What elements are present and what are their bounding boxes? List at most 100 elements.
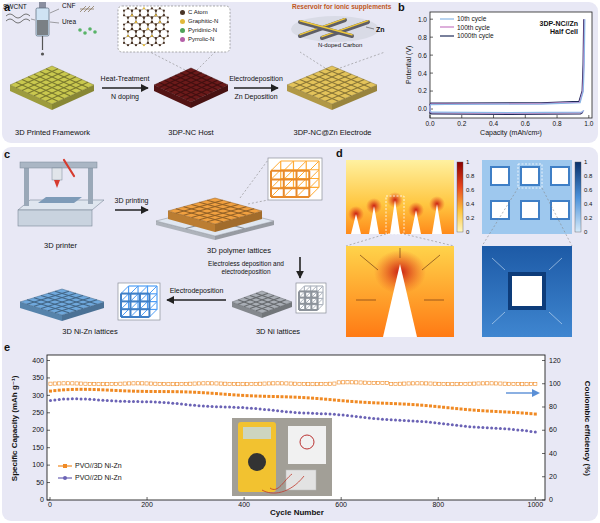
figure-label: 150 xyxy=(32,444,44,452)
atom xyxy=(159,30,161,32)
figure-label: 0.0 xyxy=(418,105,427,112)
capacity-marker-3d xyxy=(337,399,340,402)
capacity-marker-2d xyxy=(163,401,166,404)
nizn-zoom-strut xyxy=(156,286,157,309)
ce-marker xyxy=(298,382,301,385)
capacity-marker-2d xyxy=(66,397,69,400)
capacity-marker-2d xyxy=(521,429,524,432)
capacity-marker-2d xyxy=(197,404,200,407)
process-arrow xyxy=(167,299,226,301)
ce-marker xyxy=(79,382,82,385)
atom xyxy=(135,35,137,37)
inset-ground xyxy=(291,16,379,42)
capacity-marker-3d xyxy=(302,396,305,399)
legend-swatch xyxy=(180,28,185,33)
capacity-marker-3d xyxy=(398,402,401,405)
atom xyxy=(147,10,149,12)
zn-electrode-strut xyxy=(326,82,371,101)
capacity-marker-2d xyxy=(468,425,471,428)
ce-marker xyxy=(224,382,227,385)
figure-label: 1.0 xyxy=(584,120,593,127)
voltage-curve xyxy=(430,19,584,114)
nizn-zoom-strut xyxy=(149,294,157,302)
pore-halo xyxy=(520,200,540,220)
nizn-zoom-strut xyxy=(128,286,129,309)
atom xyxy=(143,17,145,19)
figure-label: 0 xyxy=(48,501,52,509)
capacity-marker-3d xyxy=(250,394,253,397)
atom xyxy=(135,30,137,32)
atom xyxy=(123,28,125,30)
atom xyxy=(139,28,141,30)
capacity-marker-3d xyxy=(529,412,532,415)
nizn-zoom-strut xyxy=(130,309,138,317)
capacity-marker-3d xyxy=(490,410,493,413)
field-map xyxy=(346,246,454,337)
nizn-lattice-top xyxy=(20,289,104,315)
capacity-marker-3d xyxy=(97,388,100,391)
capacity-marker-2d xyxy=(329,413,332,416)
stage-caption: 3D Ni-Zn lattices xyxy=(62,328,117,336)
figure-label: 40 xyxy=(549,450,557,458)
ce-marker xyxy=(132,382,135,385)
ce-marker xyxy=(503,382,506,385)
atom xyxy=(139,23,141,25)
tick-mark xyxy=(535,497,536,500)
capacity-marker-2d xyxy=(425,420,428,423)
capacity-marker-3d xyxy=(311,397,314,400)
ni-zoom-strut xyxy=(299,303,318,305)
ce-marker xyxy=(398,382,401,385)
ink-pen xyxy=(64,160,74,176)
atom xyxy=(131,23,133,25)
atom xyxy=(147,14,149,16)
figure-label: Zn xyxy=(376,26,385,34)
atom xyxy=(127,17,129,19)
panel-ground xyxy=(2,147,598,521)
capacity-marker-3d xyxy=(272,395,275,398)
atom xyxy=(147,23,149,25)
capacity-marker-2d xyxy=(171,402,174,405)
capacity-marker-3d xyxy=(377,401,380,404)
inset-frame xyxy=(118,6,230,52)
capacity-marker-2d xyxy=(180,403,183,406)
capacity-marker-2d xyxy=(529,430,532,433)
ni-lattice-strut xyxy=(256,293,286,304)
capacity-marker-2d xyxy=(145,400,148,403)
capacity-marker-3d xyxy=(412,403,415,406)
capacity-marker-3d xyxy=(429,404,432,407)
atom xyxy=(131,23,133,25)
multimeter-dial xyxy=(248,453,266,471)
polymer-zoom-strut xyxy=(271,170,309,172)
ce-marker xyxy=(376,381,379,384)
atom xyxy=(155,37,157,39)
capacity-marker-2d xyxy=(154,401,157,404)
figure-label: 350 xyxy=(32,374,44,382)
atom xyxy=(147,14,149,16)
nizn-zoom-strut xyxy=(129,294,131,317)
legend-swatch xyxy=(180,10,185,15)
atom xyxy=(159,17,161,19)
nizn-zoom-strut xyxy=(140,294,148,302)
capacity-marker-3d xyxy=(460,408,463,411)
build-plate xyxy=(38,197,82,203)
atom xyxy=(135,7,137,9)
nizn-zoom-strut xyxy=(139,294,141,317)
capacity-marker-3d xyxy=(521,411,524,414)
capacity-marker-3d xyxy=(106,389,109,392)
capacity-marker-2d xyxy=(390,418,393,421)
atom xyxy=(143,17,145,19)
capacity-marker-2d xyxy=(477,426,480,429)
capacity-marker-3d xyxy=(442,406,445,409)
capacity-marker-3d xyxy=(254,395,257,398)
capacity-marker-3d xyxy=(115,389,118,392)
capacity-marker-3d xyxy=(385,402,388,405)
atom xyxy=(143,21,145,23)
plot-frame xyxy=(47,355,545,500)
capacity-marker-3d xyxy=(276,395,279,398)
figure-label: 0 xyxy=(40,496,44,504)
legend-text: C Atom xyxy=(188,9,208,16)
atom xyxy=(155,10,157,12)
atom xyxy=(159,35,161,37)
capacity-marker-3d xyxy=(355,400,358,403)
